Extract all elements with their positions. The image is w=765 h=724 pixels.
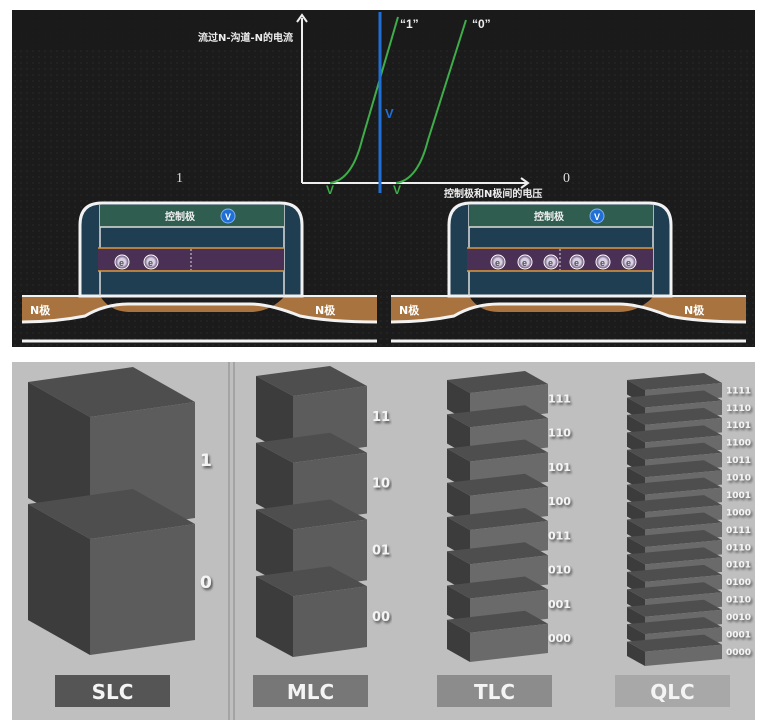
substrate xyxy=(22,296,377,322)
stack-qlc: 1111 1110 1101 1100 1011 1010 1001 1000 0111 0110… xyxy=(615,373,751,707)
electron-symbol: e xyxy=(119,258,124,268)
electron-symbol: e xyxy=(495,258,500,268)
level-label: 0100 xyxy=(726,578,751,588)
level-label: 000 xyxy=(548,632,571,645)
stack-type-badge xyxy=(437,675,552,707)
x-axis-label: 控制极和N极间的电压 xyxy=(444,187,542,200)
level-label: 0000 xyxy=(726,648,751,658)
iv-graph: 流过N-沟道-N的电流 控制极和N极间的电压 “1” “0” V V V xyxy=(198,12,542,200)
electron-icon xyxy=(595,254,611,270)
drain-label: N极 xyxy=(684,303,705,317)
vt-0-label: V xyxy=(393,183,401,197)
vt-1-label: V xyxy=(326,183,334,197)
level-label: 0110 xyxy=(726,596,751,606)
level-label: 0001 xyxy=(726,630,751,640)
curve-state-1 xyxy=(329,16,399,184)
level-label: 111 xyxy=(548,392,571,405)
stack-type-badge xyxy=(253,675,368,707)
control-gate xyxy=(469,205,653,227)
memory-cell-0: 控制极 Ve e e e e eN极 N极 xyxy=(390,201,747,343)
level-label: 1011 xyxy=(726,456,751,466)
control-gate xyxy=(100,205,284,227)
y-axis-label: 流过N-沟道-N的电流 xyxy=(198,31,293,44)
x-axis-arrow-icon xyxy=(520,177,530,189)
level-label: 1100 xyxy=(726,439,751,449)
memory-level-block xyxy=(28,489,195,655)
level-label: 1 xyxy=(200,451,212,471)
electron-symbol: e xyxy=(522,258,527,268)
level-label: 11 xyxy=(372,410,390,425)
stack-type-badge xyxy=(615,675,730,707)
y-axis-arrow-icon xyxy=(296,13,308,23)
level-label: 10 xyxy=(372,477,390,492)
level-label: 00 xyxy=(372,610,390,625)
level-label: 0 xyxy=(200,573,212,593)
electron-symbol: e xyxy=(548,258,553,268)
curve-0-label: “0” xyxy=(472,17,491,31)
curve-state-0 xyxy=(395,19,467,184)
drain-label: N极 xyxy=(315,303,336,317)
top-panel: 流过N-沟道-N的电流 控制极和N极间的电压 “1” “0” V V V 1 0… xyxy=(12,10,755,347)
voltage-icon xyxy=(589,208,605,224)
voltage-icon-label: V xyxy=(594,212,600,222)
voltage-icon xyxy=(220,208,236,224)
voltage-icon-label: V xyxy=(225,212,231,222)
level-label: 100 xyxy=(548,495,571,508)
stack-type-label: QLC xyxy=(650,680,694,704)
electron-symbol: e xyxy=(600,258,605,268)
memory-level-block xyxy=(256,432,367,524)
level-label: 0110 xyxy=(726,543,751,553)
level-label: 0010 xyxy=(726,613,751,623)
memory-level-block xyxy=(447,610,548,662)
level-label: 010 xyxy=(548,564,571,577)
memory-level-block xyxy=(256,566,367,657)
electron-icon xyxy=(490,254,506,270)
level-label: 110 xyxy=(548,427,571,440)
level-label: 1110 xyxy=(726,404,751,414)
control-gate-label: 控制极 xyxy=(534,210,565,223)
bottom-panel: 10SLC11100100MLC111110101100011010001000… xyxy=(12,362,755,720)
level-label: 01 xyxy=(372,543,390,558)
electron-icon xyxy=(569,254,585,270)
electron-icon xyxy=(543,254,559,270)
source-label: N极 xyxy=(30,303,51,317)
level-label: 1000 xyxy=(726,508,751,518)
stack-type-badge xyxy=(55,675,170,707)
electron-symbol: e xyxy=(626,258,631,268)
electron-icon xyxy=(143,254,159,270)
electron-icon xyxy=(517,254,533,270)
cell-state-0-label: 0 xyxy=(563,171,570,186)
curve-1-label: “1” xyxy=(400,17,419,31)
source-label: N极 xyxy=(399,303,420,317)
cell-state-1-label: 1 xyxy=(176,171,183,186)
level-label: 011 xyxy=(548,529,571,542)
memory-cell-1: 控制极 Ve eN极 N极 xyxy=(21,201,378,343)
electron-icon xyxy=(114,254,130,270)
level-label: 101 xyxy=(548,461,571,474)
electron-symbol: e xyxy=(148,258,153,268)
memory-level-block xyxy=(627,634,722,666)
level-label: 0111 xyxy=(726,526,751,536)
stack-type-label: TLC xyxy=(474,680,515,704)
level-label: 1001 xyxy=(726,491,751,501)
stack-type-label: MLC xyxy=(287,680,334,704)
electron-symbol: e xyxy=(574,258,579,268)
vread-label: V xyxy=(385,106,394,121)
stack-type-label: SLC xyxy=(92,680,134,704)
level-label: 1101 xyxy=(726,421,751,431)
level-label: 001 xyxy=(548,598,571,611)
level-label: 1010 xyxy=(726,474,751,484)
control-gate-label: 控制极 xyxy=(165,210,196,223)
level-label: 0101 xyxy=(726,561,751,571)
substrate xyxy=(391,296,746,322)
electron-icon xyxy=(621,254,637,270)
level-label: 1111 xyxy=(726,386,751,396)
